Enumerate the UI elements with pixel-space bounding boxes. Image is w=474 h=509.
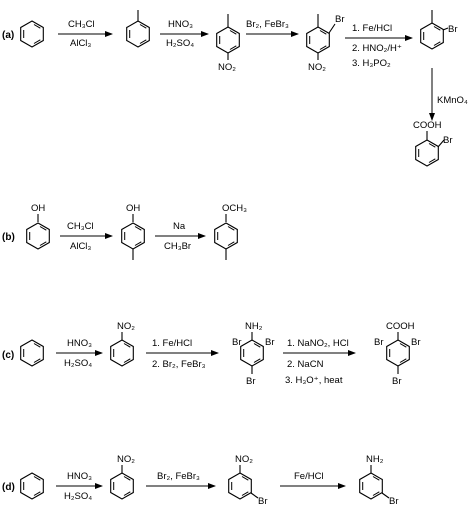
p-nitrotoluene <box>216 26 240 54</box>
tribromobenzoic-acid <box>386 339 410 367</box>
cond-b1-bot: AlCl₃ <box>70 241 91 252</box>
cond-a5: KMnO₄ <box>437 95 468 106</box>
nitro-group: NO₂ <box>235 454 253 465</box>
nitro-group: NO₂ <box>308 62 326 73</box>
nitro-group: NO₂ <box>117 321 135 332</box>
amino-group: NH₂ <box>245 321 263 332</box>
benzene-c <box>20 339 44 367</box>
p-methylanisole <box>214 222 238 250</box>
cond-c3-3: 3. H₃O⁺, heat <box>285 375 343 386</box>
cond-a1-bot: AlCl₃ <box>70 38 91 49</box>
cond-c3-2: 2. NaCN <box>287 359 324 370</box>
hydroxy-group: OH <box>31 203 45 214</box>
cond-a4-2: 2. HNO₂/H⁺ <box>352 43 402 54</box>
bromo-group: Br <box>246 376 256 387</box>
cond-a2-top: HNO₃ <box>168 19 193 30</box>
cond-a1-top: CH₃Cl <box>68 19 95 30</box>
bromo-bond <box>437 139 445 148</box>
label-b: (b) <box>2 232 15 243</box>
bromo-bond <box>381 492 390 499</box>
m-bromoaniline <box>359 472 383 500</box>
bromo-group: Br <box>374 337 384 348</box>
toluene-a <box>126 20 150 48</box>
cond-a4-3: 3. H₃PO₂ <box>352 58 391 69</box>
m-bromonitrobenzene <box>228 472 252 500</box>
methoxy-group: OCH₃ <box>222 203 247 214</box>
amino-group: NH₂ <box>366 454 384 465</box>
bromo-group: Br <box>232 337 242 348</box>
cond-b2-top: Na <box>173 221 186 232</box>
bromo-group: Br <box>335 14 345 25</box>
cond-c2-2: 2. Br₂, FeBr₃ <box>152 359 206 370</box>
cooh-group: COOH <box>413 120 442 131</box>
bromo-group: Br <box>448 24 458 35</box>
cond-a3-top: Br₂, FeBr₃ <box>246 19 289 30</box>
bromo-bond <box>442 27 449 31</box>
cond-a2-bot: H₂SO₄ <box>166 38 194 49</box>
cond-c2-1: 1. Fe/HCl <box>152 338 192 349</box>
p-cresol <box>121 222 145 250</box>
cond-c1-top: HNO₃ <box>67 338 92 349</box>
cond-d2-top: Br₂, FeBr₃ <box>157 471 200 482</box>
bromo-group: Br <box>443 135 453 146</box>
cond-b2-bot: CH₃Br <box>164 241 191 252</box>
label-d: (d) <box>2 482 15 493</box>
cond-c1-bot: H₂SO₄ <box>64 358 92 369</box>
phenol <box>26 222 50 250</box>
bromo-group: Br <box>392 376 402 387</box>
bromo-group: Br <box>265 337 275 348</box>
bromo-group: Br <box>389 496 399 507</box>
cond-d3-top: Fe/HCl <box>294 471 324 482</box>
nitro-group: NO₂ <box>218 62 236 73</box>
cooh-group: COOH <box>386 321 415 332</box>
nitro-group: NO₂ <box>117 454 135 465</box>
bromo-group: Br <box>411 337 421 348</box>
bromo-nitrotoluene <box>306 26 330 54</box>
o-bromotoluene <box>420 22 444 50</box>
benzene-d <box>20 472 44 500</box>
cond-c3-1: 1. NaNO₂, HCl <box>287 338 349 349</box>
o-bromobenzoic-acid <box>415 139 439 167</box>
bromo-bond <box>250 492 259 499</box>
cond-b1-top: CH₃Cl <box>67 221 94 232</box>
cond-a4-1: 1. Fe/HCl <box>352 23 392 34</box>
nitrobenzene-d <box>110 472 134 500</box>
label-a: (a) <box>2 30 14 41</box>
hydroxy-group: OH <box>126 203 140 214</box>
label-c: (c) <box>2 350 14 361</box>
nitrobenzene-c <box>110 339 134 367</box>
bromo-bond <box>328 23 336 34</box>
tribromoaniline <box>240 339 264 367</box>
cond-d1-bot: H₂SO₄ <box>64 491 92 502</box>
bromo-group: Br <box>258 496 268 507</box>
cond-d1-top: HNO₃ <box>67 471 92 482</box>
benzene-a1 <box>20 20 44 48</box>
